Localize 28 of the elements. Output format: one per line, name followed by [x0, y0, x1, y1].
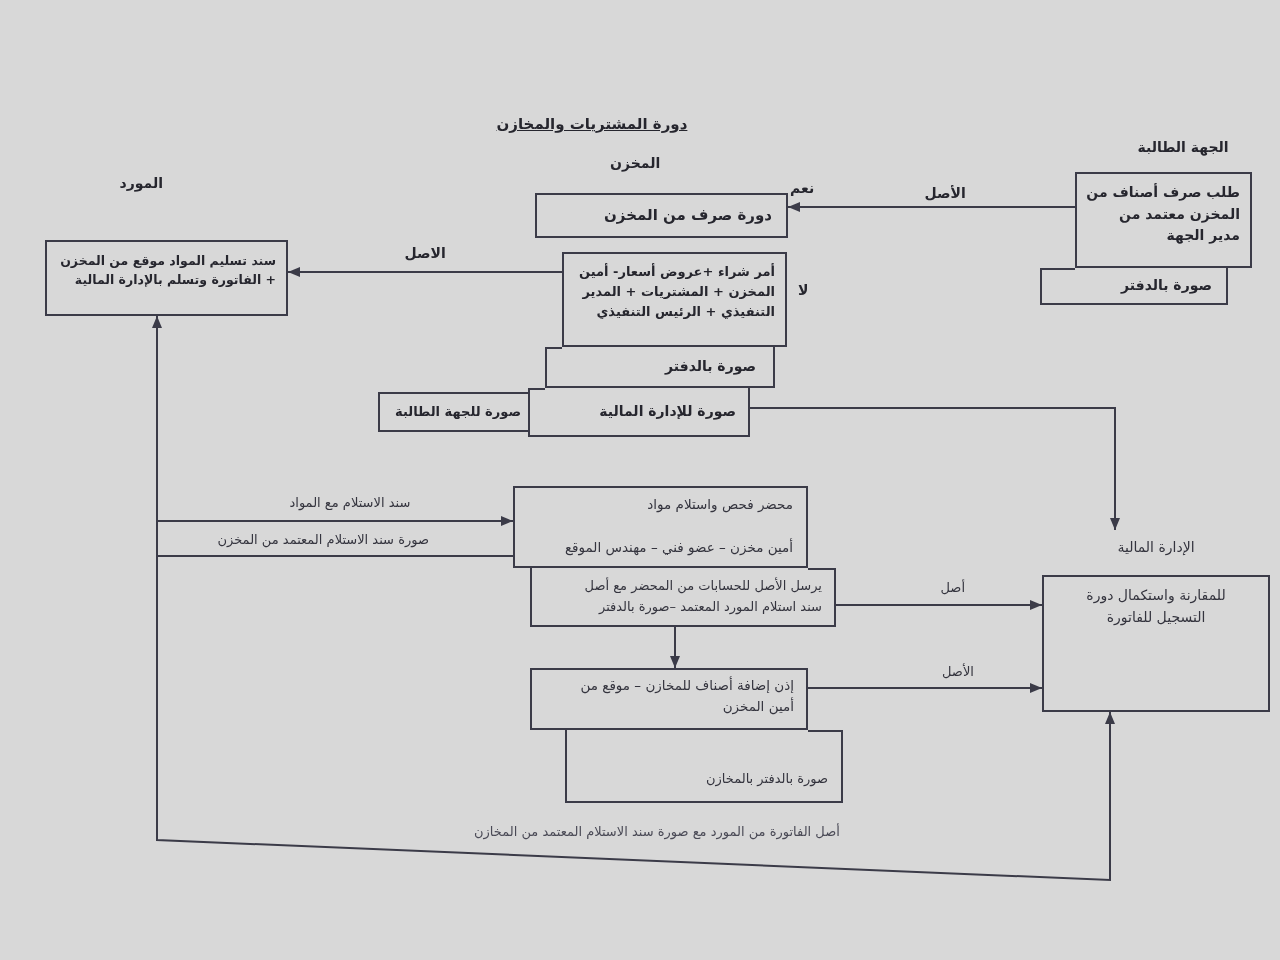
- column-heading: المخزن: [610, 154, 661, 173]
- diagram-title: دورة المشتريات والمخازن: [496, 115, 688, 135]
- arrow: [287, 267, 563, 277]
- arrow: [787, 202, 1076, 212]
- document-title: محضر فحص واستلام مواد: [646, 495, 793, 515]
- arrow: [807, 683, 1043, 693]
- document-box: يرسل الأصل للحسابات من المحضر مع أصل سند استلام المورد المعتمد –صورة بالدفتر: [530, 568, 836, 627]
- document-box: صورة للإدارة المالية: [528, 388, 750, 437]
- document-box: إذن إضافة أصناف للمخازن – موقع من أمين المخزن: [530, 668, 808, 730]
- document-box: صورة بالدفتر: [545, 347, 775, 388]
- branch-label: لا: [798, 281, 809, 300]
- document-box: صورة بالدفتر بالمخازن: [565, 730, 843, 803]
- arrow: [749, 407, 1120, 531]
- document-box: أمر شراء +عروض أسعار- أمين المخزن + المشتريات + المدير التنفيذي + الرئيس التنفيذي: [562, 252, 787, 347]
- branch-label: نعم: [790, 179, 815, 198]
- document-box: صورة للجهة الطالبة: [378, 392, 528, 432]
- document-box: سند تسليم المواد موقع من المخزن + الفاتورة وتسلم بالإدارة المالية: [45, 240, 288, 316]
- column-heading: الجهة الطالبة: [1137, 138, 1229, 157]
- process-box: دورة صرف من المخزن: [535, 193, 788, 238]
- department-heading: الإدارة المالية: [1117, 538, 1195, 557]
- process-box: [513, 486, 808, 568]
- column-heading: المورد: [119, 174, 163, 193]
- arrow: [835, 600, 1043, 610]
- document-box: طلب صرف أصناف من المخزن معتمد من مدير الجهة: [1075, 172, 1252, 268]
- process-box: للمقارنة واستكمال دورة التسجيل للفاتورة: [1042, 575, 1270, 712]
- arrow: [670, 626, 680, 669]
- signatory-list: أمين مخزن – عضو فني – مهندس الموقع: [525, 537, 793, 558]
- document-box: صورة بالدفتر: [1040, 268, 1228, 305]
